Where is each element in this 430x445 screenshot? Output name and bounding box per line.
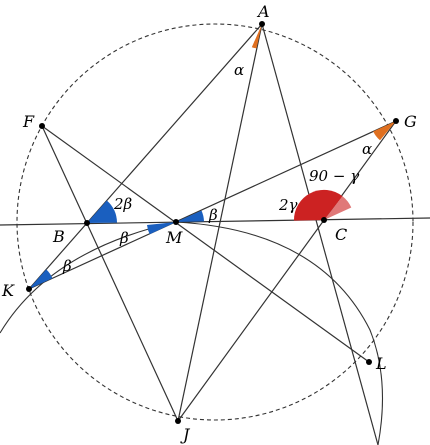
angle-label-two-beta: 2β xyxy=(113,195,133,213)
label-b: B xyxy=(52,227,65,246)
angle-label-beta-m-left: β xyxy=(119,229,129,247)
line-f-j xyxy=(41,125,179,422)
two-gamma-wedge xyxy=(293,189,343,221)
point-g xyxy=(393,118,399,124)
arc-k-m xyxy=(0,221,177,334)
label-k: K xyxy=(1,281,15,300)
point-c xyxy=(321,217,327,223)
point-k xyxy=(26,286,32,292)
point-b xyxy=(84,220,90,226)
angle-label-beta-k: β xyxy=(62,257,72,275)
point-m xyxy=(173,219,179,225)
point-j xyxy=(175,418,181,424)
point-a xyxy=(259,21,265,27)
line-a-k xyxy=(28,23,263,290)
line-g-j xyxy=(177,120,397,422)
label-l: L xyxy=(375,354,387,373)
point-f xyxy=(39,123,45,129)
label-c: C xyxy=(335,225,347,244)
angle-label-alpha-g: α xyxy=(362,140,372,158)
arc-m-l xyxy=(175,221,384,445)
label-a: A xyxy=(256,2,270,21)
line-bmc xyxy=(0,217,430,226)
line-a-l xyxy=(261,23,379,445)
label-m: M xyxy=(165,228,183,247)
point-l xyxy=(366,359,372,365)
angle-label-ninety-minus-gamma: 90 − γ xyxy=(309,167,359,185)
beta-wedge-m-left xyxy=(147,222,176,235)
line-f-l xyxy=(41,125,370,363)
beta-wedge-m-right xyxy=(176,210,204,222)
two-beta-wedge xyxy=(87,200,117,223)
line-g-k xyxy=(28,120,397,290)
circumcircle xyxy=(16,23,414,421)
angle-label-beta-m-right: β xyxy=(208,206,218,224)
ninety-minus-gamma-wedge xyxy=(324,196,352,220)
line-a-j xyxy=(177,23,263,422)
label-f: F xyxy=(22,112,35,131)
alpha-wedge-a xyxy=(251,24,262,49)
angle-label-alpha-a: α xyxy=(234,61,244,79)
alpha-wedge-g xyxy=(373,121,396,141)
beta-wedge-k xyxy=(29,269,53,289)
label-g: G xyxy=(404,112,417,131)
angle-label-two-gamma: 2γ xyxy=(278,196,298,214)
label-j: J xyxy=(180,425,191,444)
